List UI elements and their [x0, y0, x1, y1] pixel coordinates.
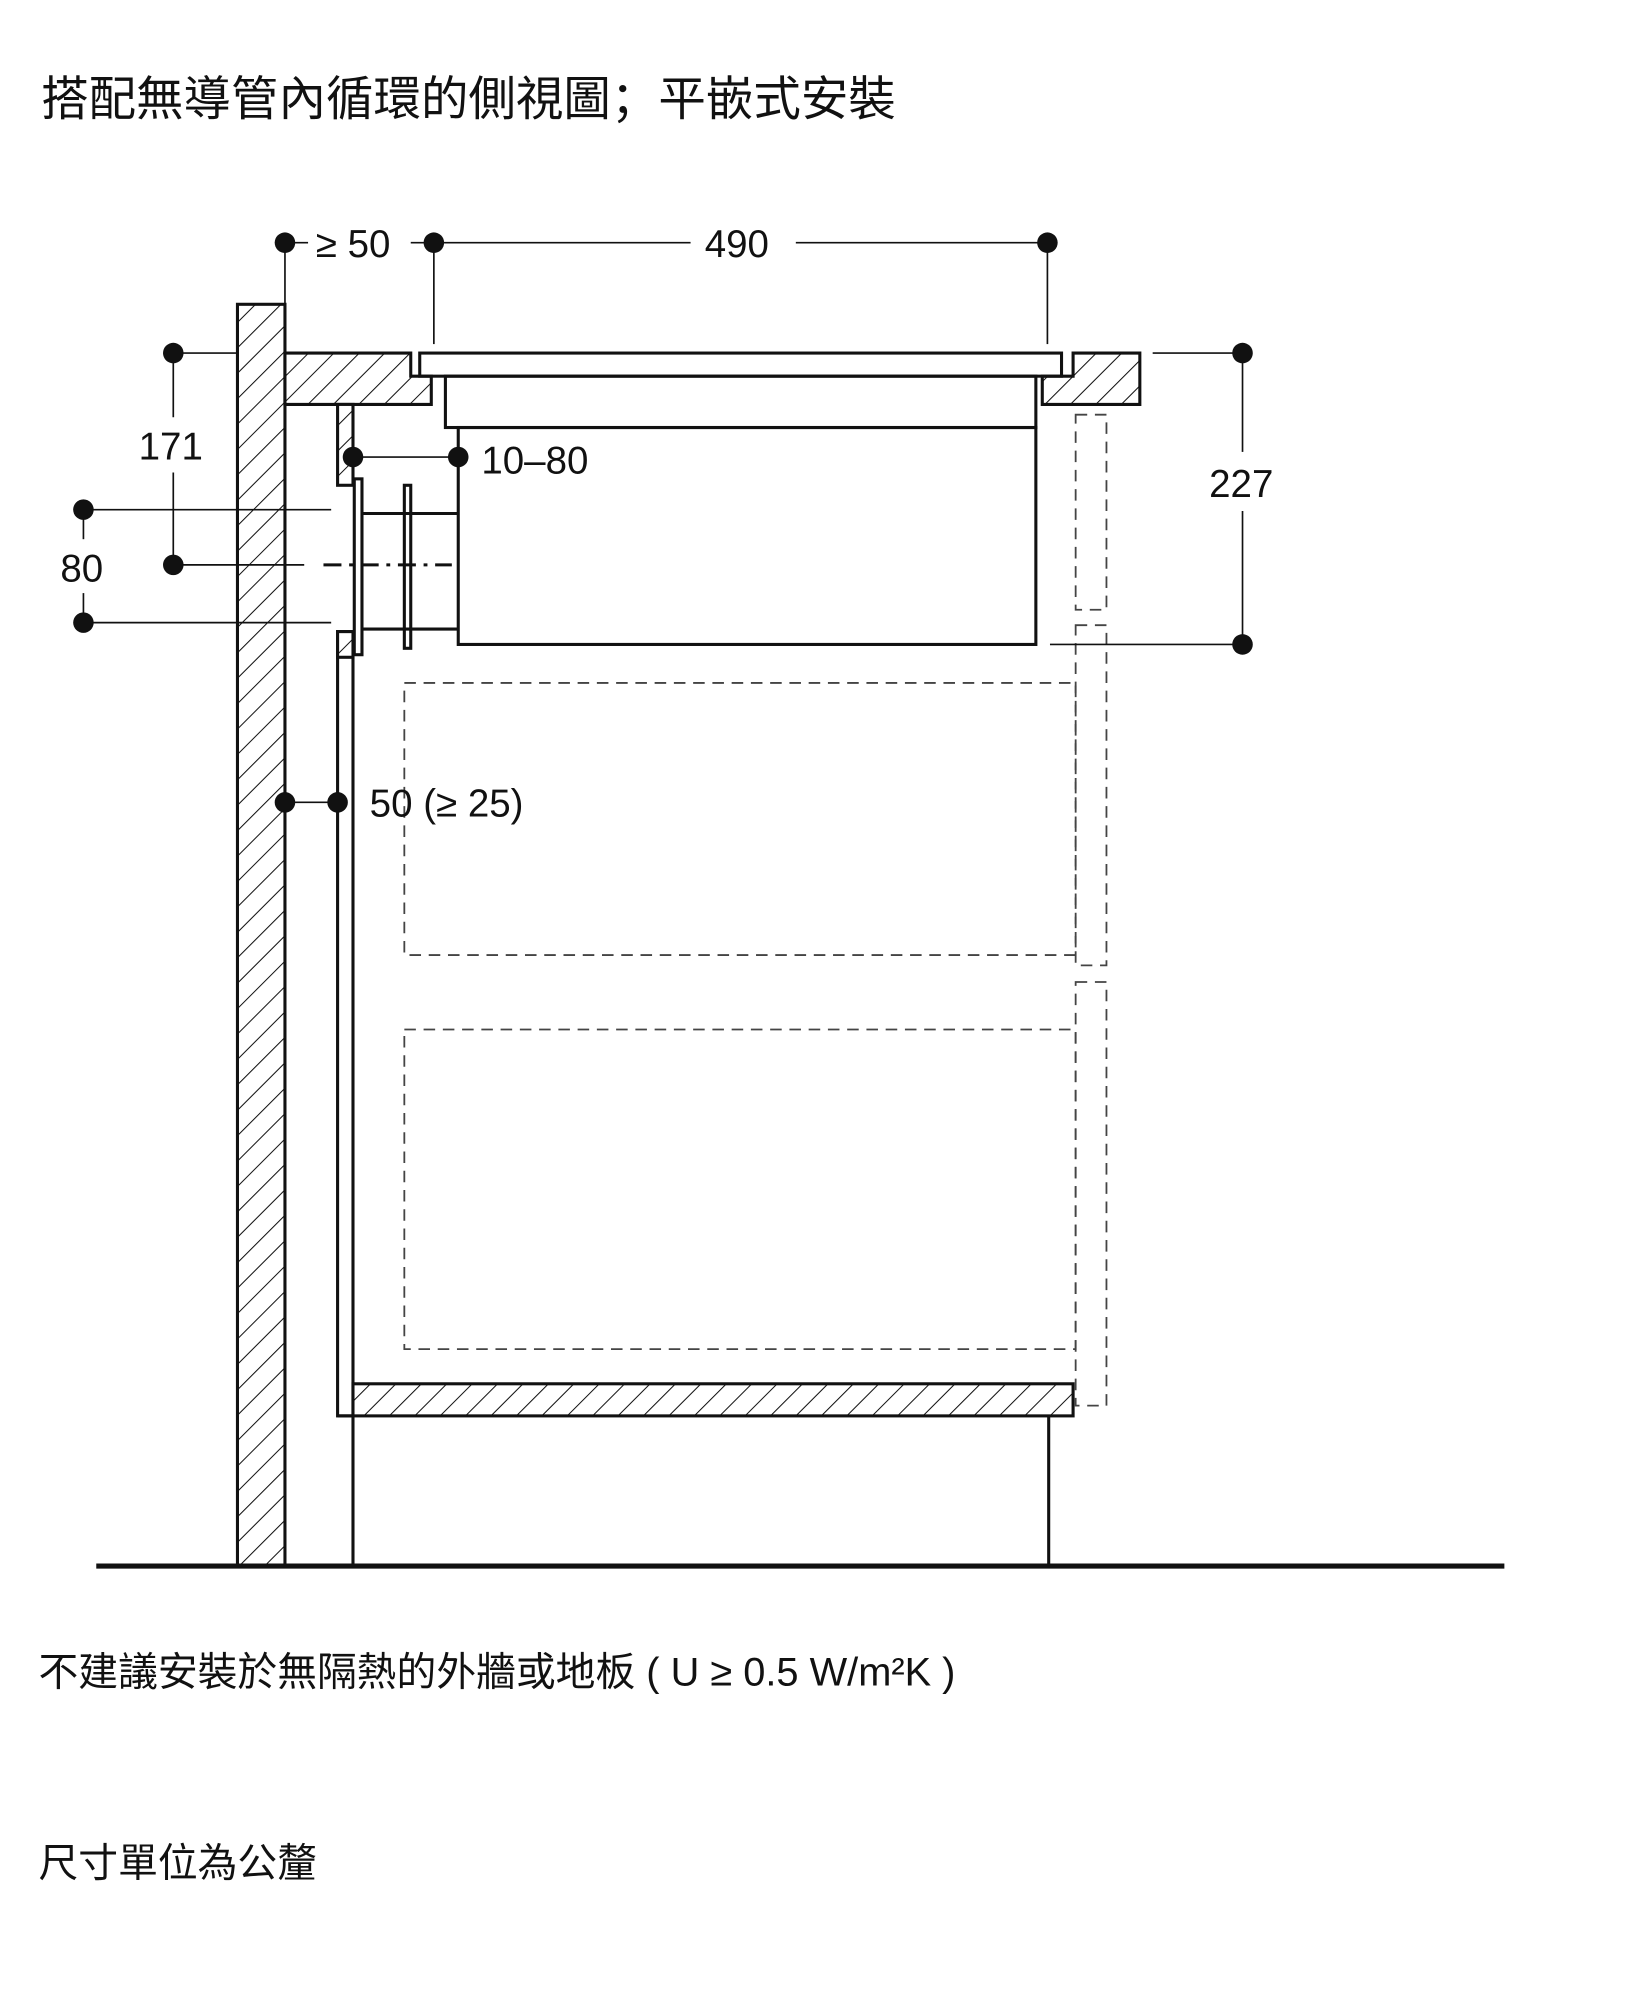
dim-duct-offset: 10–80 [481, 440, 588, 483]
dim-dot [447, 446, 469, 468]
front-panel-3 [1074, 981, 1108, 1407]
dim-dot [73, 499, 94, 520]
hob-glass-plate [418, 351, 1064, 378]
back-panel-hatch-lower [336, 630, 355, 659]
dim-dot [327, 792, 348, 813]
dim-duct-diameter: 80 [60, 548, 103, 591]
drawer-upper [403, 682, 1077, 956]
duct-flange [402, 483, 413, 650]
dim-duct-height: 171 [139, 426, 203, 469]
dim-dot [1232, 634, 1253, 655]
dim-hob-depth: 490 [705, 223, 769, 266]
dim-wall-gap: ≥ 50 [316, 223, 391, 266]
page-title: 搭配無導管內循環的側視圖；平嵌式安裝 [41, 74, 896, 127]
hob-frame [443, 374, 1038, 430]
dim-dot [274, 792, 296, 813]
dim-dot [342, 446, 364, 468]
dim-rear-gap: 50 (≥ 25) [370, 782, 524, 825]
cabinet-bottom [351, 1382, 1075, 1418]
dim-dot [1037, 232, 1058, 253]
worktop-left [283, 351, 433, 406]
front-panel-2 [1074, 624, 1108, 967]
dim-dot [163, 554, 184, 576]
dim-dot [73, 612, 94, 633]
dim-dot [1232, 342, 1253, 364]
front-panel-1 [1074, 413, 1108, 611]
duct-plate [352, 477, 364, 657]
back-panel-lower [336, 630, 355, 1418]
hob-body [456, 425, 1038, 646]
dim-dot [423, 232, 445, 253]
units-note: 尺寸單位為公釐 [39, 1842, 317, 1886]
wall [235, 302, 287, 1568]
dim-dot [163, 342, 184, 364]
drawer-lower [403, 1028, 1077, 1351]
dim-total-height: 227 [1209, 463, 1273, 506]
insulation-note: 不建議安裝於無隔熱的外牆或地板 ( U ≥ 0.5 W/m²K ) [39, 1650, 956, 1694]
worktop-right [1040, 351, 1142, 406]
back-panel-top [336, 402, 355, 487]
dim-dot [274, 232, 296, 253]
